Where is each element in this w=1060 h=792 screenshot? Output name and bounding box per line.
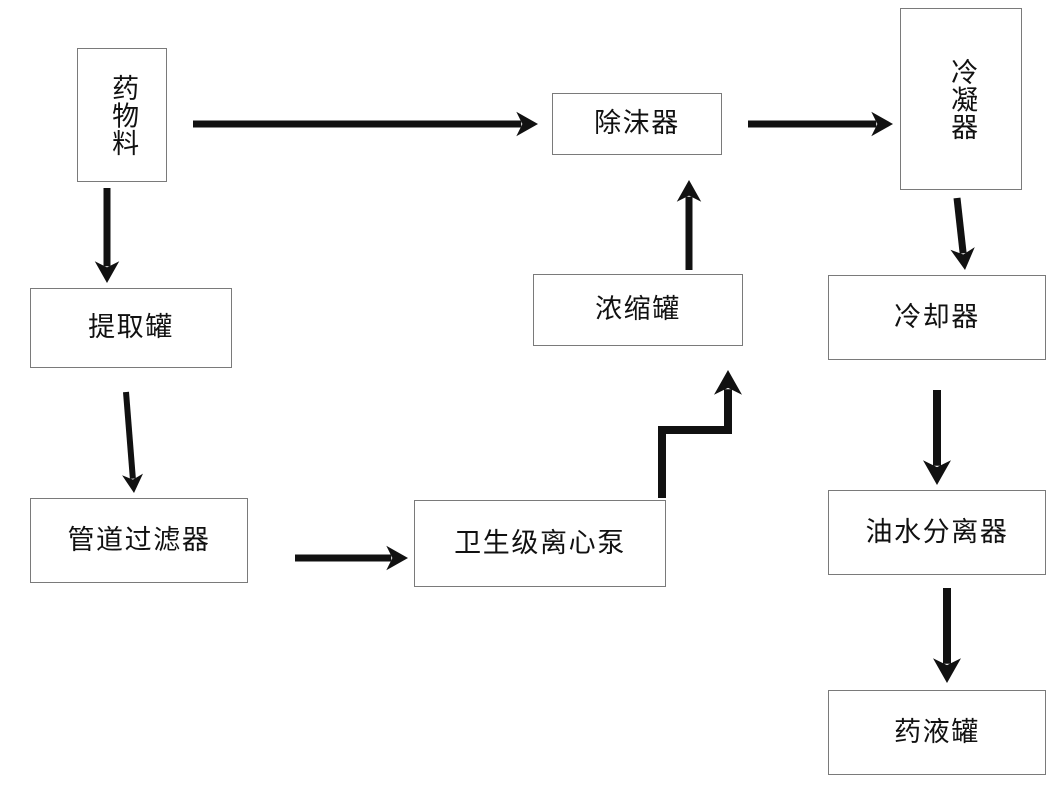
node-label-demister: 除沫器 xyxy=(594,108,680,140)
connector-concentration-tank-to-demister xyxy=(676,180,702,270)
node-label-drug-material: 药物料 xyxy=(107,73,139,157)
arrowhead-icon xyxy=(933,658,961,683)
connector-pump-to-concentration-tank xyxy=(658,370,742,498)
arrowhead-icon xyxy=(923,460,951,485)
node-extraction-tank[interactable]: 提取罐 xyxy=(30,288,232,368)
node-label-cooler: 冷却器 xyxy=(894,301,980,333)
node-label-sanitary-centrifugal-pump: 卫生级离心泵 xyxy=(454,527,626,559)
arrowhead-icon xyxy=(871,111,893,137)
node-label-oil-water-separator: 油水分离器 xyxy=(865,516,1009,548)
node-label-medicine-liquid-tank: 药液罐 xyxy=(894,716,980,748)
node-cooler[interactable]: 冷却器 xyxy=(828,275,1046,360)
node-demister[interactable]: 除沫器 xyxy=(552,93,722,155)
arrowhead-icon xyxy=(94,261,120,283)
node-label-condenser: 冷凝器 xyxy=(946,57,978,141)
connector-line xyxy=(658,389,732,498)
connector-oil-water-separator-to-medicine-liquid-tank xyxy=(933,588,961,683)
connector-demister-to-condenser xyxy=(748,111,893,137)
node-label-pipeline-filter: 管道过滤器 xyxy=(67,524,211,556)
connector-cooler-to-oil-water-separator xyxy=(923,390,951,485)
node-concentration-tank[interactable]: 浓缩罐 xyxy=(533,274,743,346)
connector-pipeline-filter-to-pump xyxy=(295,545,408,571)
arrowhead-icon xyxy=(950,247,975,270)
connector-line xyxy=(123,391,136,479)
node-drug-material[interactable]: 药物料 xyxy=(77,48,167,182)
connector-drug-material-to-extraction-tank xyxy=(94,188,120,283)
connector-condenser-to-cooler xyxy=(950,197,975,270)
arrowhead-icon xyxy=(122,473,143,493)
node-sanitary-centrifugal-pump[interactable]: 卫生级离心泵 xyxy=(414,500,666,587)
connector-extraction-tank-to-pipeline-filter xyxy=(122,391,143,493)
connector-drug-material-to-demister xyxy=(193,111,538,137)
node-condenser[interactable]: 冷凝器 xyxy=(900,8,1022,190)
arrowhead-icon xyxy=(714,370,742,395)
arrowhead-icon xyxy=(676,180,702,202)
node-label-extraction-tank: 提取罐 xyxy=(88,312,174,344)
connector-line xyxy=(953,197,967,254)
node-label-concentration-tank: 浓缩罐 xyxy=(595,294,681,326)
node-medicine-liquid-tank[interactable]: 药液罐 xyxy=(828,690,1046,775)
arrowhead-icon xyxy=(516,111,538,137)
arrowhead-icon xyxy=(386,545,408,571)
node-oil-water-separator[interactable]: 油水分离器 xyxy=(828,490,1046,575)
node-pipeline-filter[interactable]: 管道过滤器 xyxy=(30,498,248,583)
